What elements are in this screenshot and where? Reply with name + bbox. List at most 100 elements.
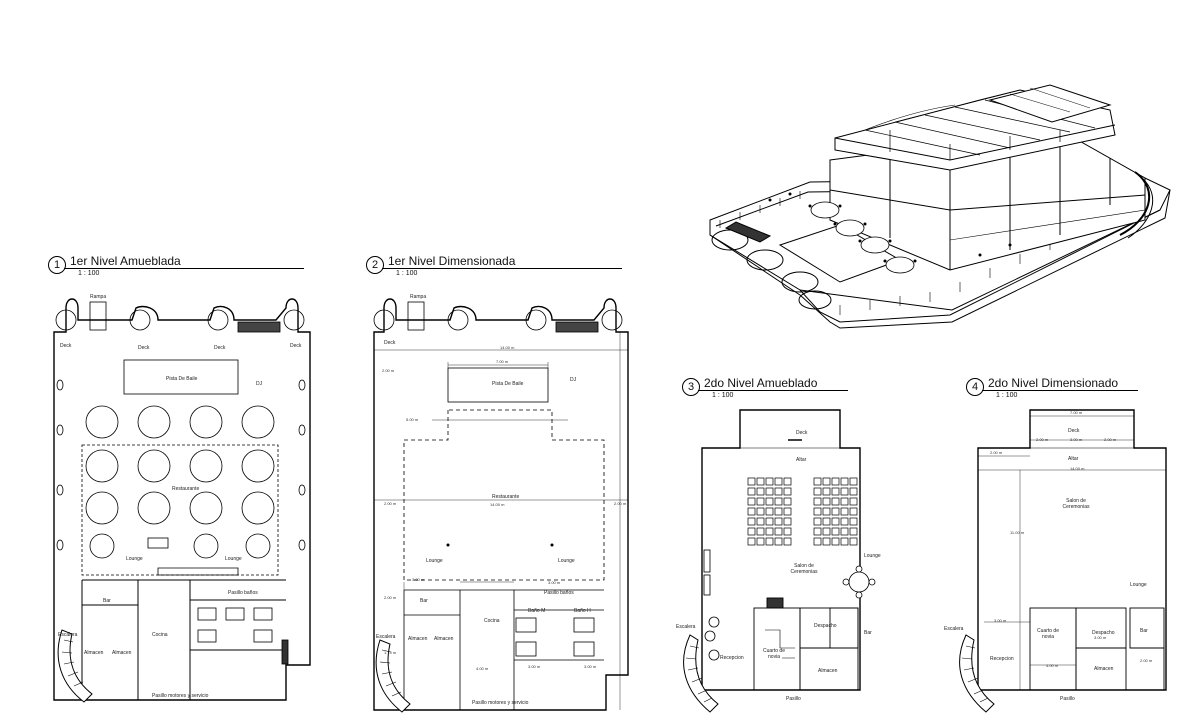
plan-3-floor: [683, 409, 876, 713]
plan1-cocina: Cocina: [152, 632, 168, 638]
pew-chair: [831, 537, 840, 546]
pew-chair: [813, 517, 822, 526]
pew-chair: [813, 487, 822, 496]
pew-chair: [765, 527, 774, 536]
pew-chair: [831, 497, 840, 506]
pew-chair: [756, 517, 765, 526]
pew-chair: [783, 487, 792, 496]
plan4-recepcion: Recepcion: [990, 656, 1014, 662]
pew-chair: [831, 507, 840, 516]
view-number: 1: [48, 256, 66, 274]
title-rule: [698, 390, 848, 391]
plan4-lounge: Lounge: [1130, 582, 1147, 588]
pew-chair: [840, 517, 849, 526]
plan2-dim-c1: 3.00 m: [412, 577, 425, 582]
pew-chair: [813, 537, 822, 546]
plan3-altar: Altar: [796, 457, 807, 463]
pew-chair: [756, 477, 765, 486]
plan4-dim-width: 14.00 m: [1070, 466, 1085, 471]
view-name: 2do Nivel Amueblado: [704, 376, 818, 390]
plan1-restaurante: Restaurante: [172, 486, 200, 492]
pew-chair: [747, 497, 756, 506]
plan2-lounge-1: Lounge: [426, 558, 443, 564]
view-number: 4: [966, 378, 984, 396]
pew-chair: [813, 507, 822, 516]
plan4-dim-deck-l: 2.00 m: [1036, 437, 1049, 442]
pew-chair: [822, 477, 831, 486]
plan1-bar: Bar: [103, 598, 111, 604]
view-scale: 1 : 100: [712, 392, 734, 399]
plan1-almacen-1: Almacen: [84, 650, 104, 656]
plan2-deck: Deck: [384, 340, 396, 346]
plan2-lounge-2: Lounge: [558, 558, 575, 564]
plan2-dim-deck: 2.00 m: [382, 368, 395, 373]
plan2-dim-c5: 4.00 m: [476, 666, 489, 671]
pew-chair: [831, 487, 840, 496]
plan2-dim-rest: 14.00 m: [490, 502, 505, 507]
view-scale: 1 : 100: [78, 270, 100, 277]
pew-chair: [747, 507, 756, 516]
isometric-3d-view: [709, 84, 1171, 329]
plan4-almacen: Almacen: [1094, 666, 1114, 672]
pew-chair: [822, 497, 831, 506]
pew-chair: [783, 517, 792, 526]
plan2-bano-m: Baño M: [528, 608, 546, 614]
plan-2-floor: [373, 298, 629, 713]
plan4-bar: Bar: [1140, 628, 1148, 634]
pew-chair: [813, 527, 822, 536]
plan4-dim-r3: 3.00 m: [1094, 635, 1107, 640]
pew-chair: [756, 537, 765, 546]
pew-chair: [756, 527, 765, 536]
plan3-escalera: Escalera: [676, 624, 696, 630]
plan3-cuarto: Cuarto de novia: [763, 648, 785, 660]
plan2-dim-c4: 2.00 m: [384, 595, 397, 600]
view-number: 3: [682, 378, 700, 396]
plan3-salon: Salon de Ceremonias: [790, 563, 818, 575]
plan1-deck-3: Deck: [214, 345, 226, 351]
pew-chair: [756, 507, 765, 516]
pew-chair: [822, 507, 831, 516]
pew-chair: [747, 477, 756, 486]
plan2-dim-pista: 7.00 m: [496, 359, 509, 364]
plan1-pista: Pista De Baile: [166, 376, 198, 382]
plan2-bar: Bar: [420, 598, 428, 604]
pew-chair: [774, 507, 783, 516]
pew-grid: [747, 477, 858, 546]
view-scale: 1 : 100: [996, 392, 1018, 399]
plan2-dj: DJ: [570, 377, 577, 383]
pew-chair: [813, 477, 822, 486]
plan4-dim-top: 7.00 m: [1070, 410, 1083, 415]
plan1-rampa: Rampa: [90, 294, 107, 300]
plan2-dim-c3: 1.75 m: [384, 650, 397, 655]
pew-chair: [813, 497, 822, 506]
plan3-bar: Bar: [864, 630, 872, 636]
plan1-lounge-1: Lounge: [126, 556, 143, 562]
plan2-dim-c6: 3.00 m: [528, 664, 541, 669]
pew-chair: [765, 507, 774, 516]
pew-chair: [849, 487, 858, 496]
plan4-dim-r2: 4.00 m: [1046, 663, 1059, 668]
pew-chair: [840, 497, 849, 506]
plan4-despacho: Despacho: [1092, 630, 1115, 636]
plan4-salon: Salon de Ceremonias: [1062, 498, 1090, 510]
pew-chair: [783, 497, 792, 506]
pew-chair: [774, 477, 783, 486]
plan2-rampa: Rampa: [410, 294, 427, 300]
pew-chair: [831, 517, 840, 526]
pew-chair: [822, 527, 831, 536]
plan4-pasillo: Pasillo: [1060, 696, 1075, 702]
plan2-restaurante: Restaurante: [492, 494, 520, 500]
title-rule: [382, 268, 622, 269]
plan3-pasillo: Pasillo: [786, 696, 801, 702]
pew-chair: [747, 487, 756, 496]
pew-chair: [774, 517, 783, 526]
pew-chair: [774, 497, 783, 506]
pew-chair: [783, 527, 792, 536]
plan4-escalera: Escalera: [944, 626, 964, 632]
plan1-lounge-2: Lounge: [225, 556, 242, 562]
plan4-altar: Altar: [1068, 456, 1079, 462]
pew-chair: [849, 477, 858, 486]
pew-chair: [783, 537, 792, 546]
plan1-pasillo-motores: Pasillo motores y servicio: [152, 693, 209, 699]
pew-chair: [849, 497, 858, 506]
